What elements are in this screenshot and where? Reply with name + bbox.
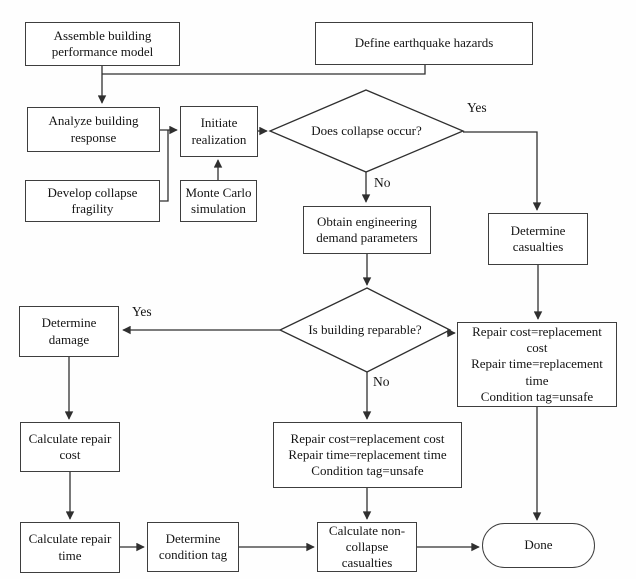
node-determine-condition-tag: Determine condition tag bbox=[147, 522, 239, 572]
collapse-decision-diamond bbox=[268, 89, 465, 173]
label-collapse-yes: Yes bbox=[467, 100, 487, 115]
label-reparable-no: No bbox=[373, 374, 390, 389]
node-determine-casualties: Determine casualties bbox=[488, 213, 588, 265]
node-irreparable-consequences: Repair cost=replacement cost Repair time… bbox=[273, 422, 462, 488]
edge-fragility-to-bus bbox=[160, 130, 169, 202]
node-analyze-building-response: Analyze building response bbox=[27, 107, 160, 152]
node-done-terminator: Done bbox=[482, 523, 595, 568]
node-calculate-repair-cost: Calculate repair cost bbox=[20, 422, 120, 472]
node-initiate-realization: Initiate realization bbox=[180, 106, 258, 157]
node-monte-carlo-simulation: Monte Carlo simulation bbox=[180, 180, 257, 222]
node-calculate-noncollapse-casualties: Calculate non- collapse casualties bbox=[317, 522, 417, 572]
reparable-decision-diamond bbox=[278, 287, 452, 373]
label-collapse-no: No bbox=[374, 175, 391, 190]
node-calculate-repair-time: Calculate repair time bbox=[20, 522, 120, 573]
node-obtain-engineering-demand-parameters: Obtain engineering demand parameters bbox=[303, 206, 431, 254]
node-assemble-building-performance-model: Assemble building performance model bbox=[25, 22, 180, 66]
edge-define-to-bus bbox=[102, 65, 426, 75]
node-collapse-consequences: Repair cost=replacement cost Repair time… bbox=[457, 322, 617, 407]
node-develop-collapse-fragility: Develop collapse fragility bbox=[25, 180, 160, 222]
edge-collapse-yes-to-casualties bbox=[463, 131, 542, 211]
label-reparable-yes: Yes bbox=[132, 304, 152, 319]
node-define-earthquake-hazards: Define earthquake hazards bbox=[315, 22, 533, 65]
node-determine-damage: Determine damage bbox=[19, 306, 119, 357]
